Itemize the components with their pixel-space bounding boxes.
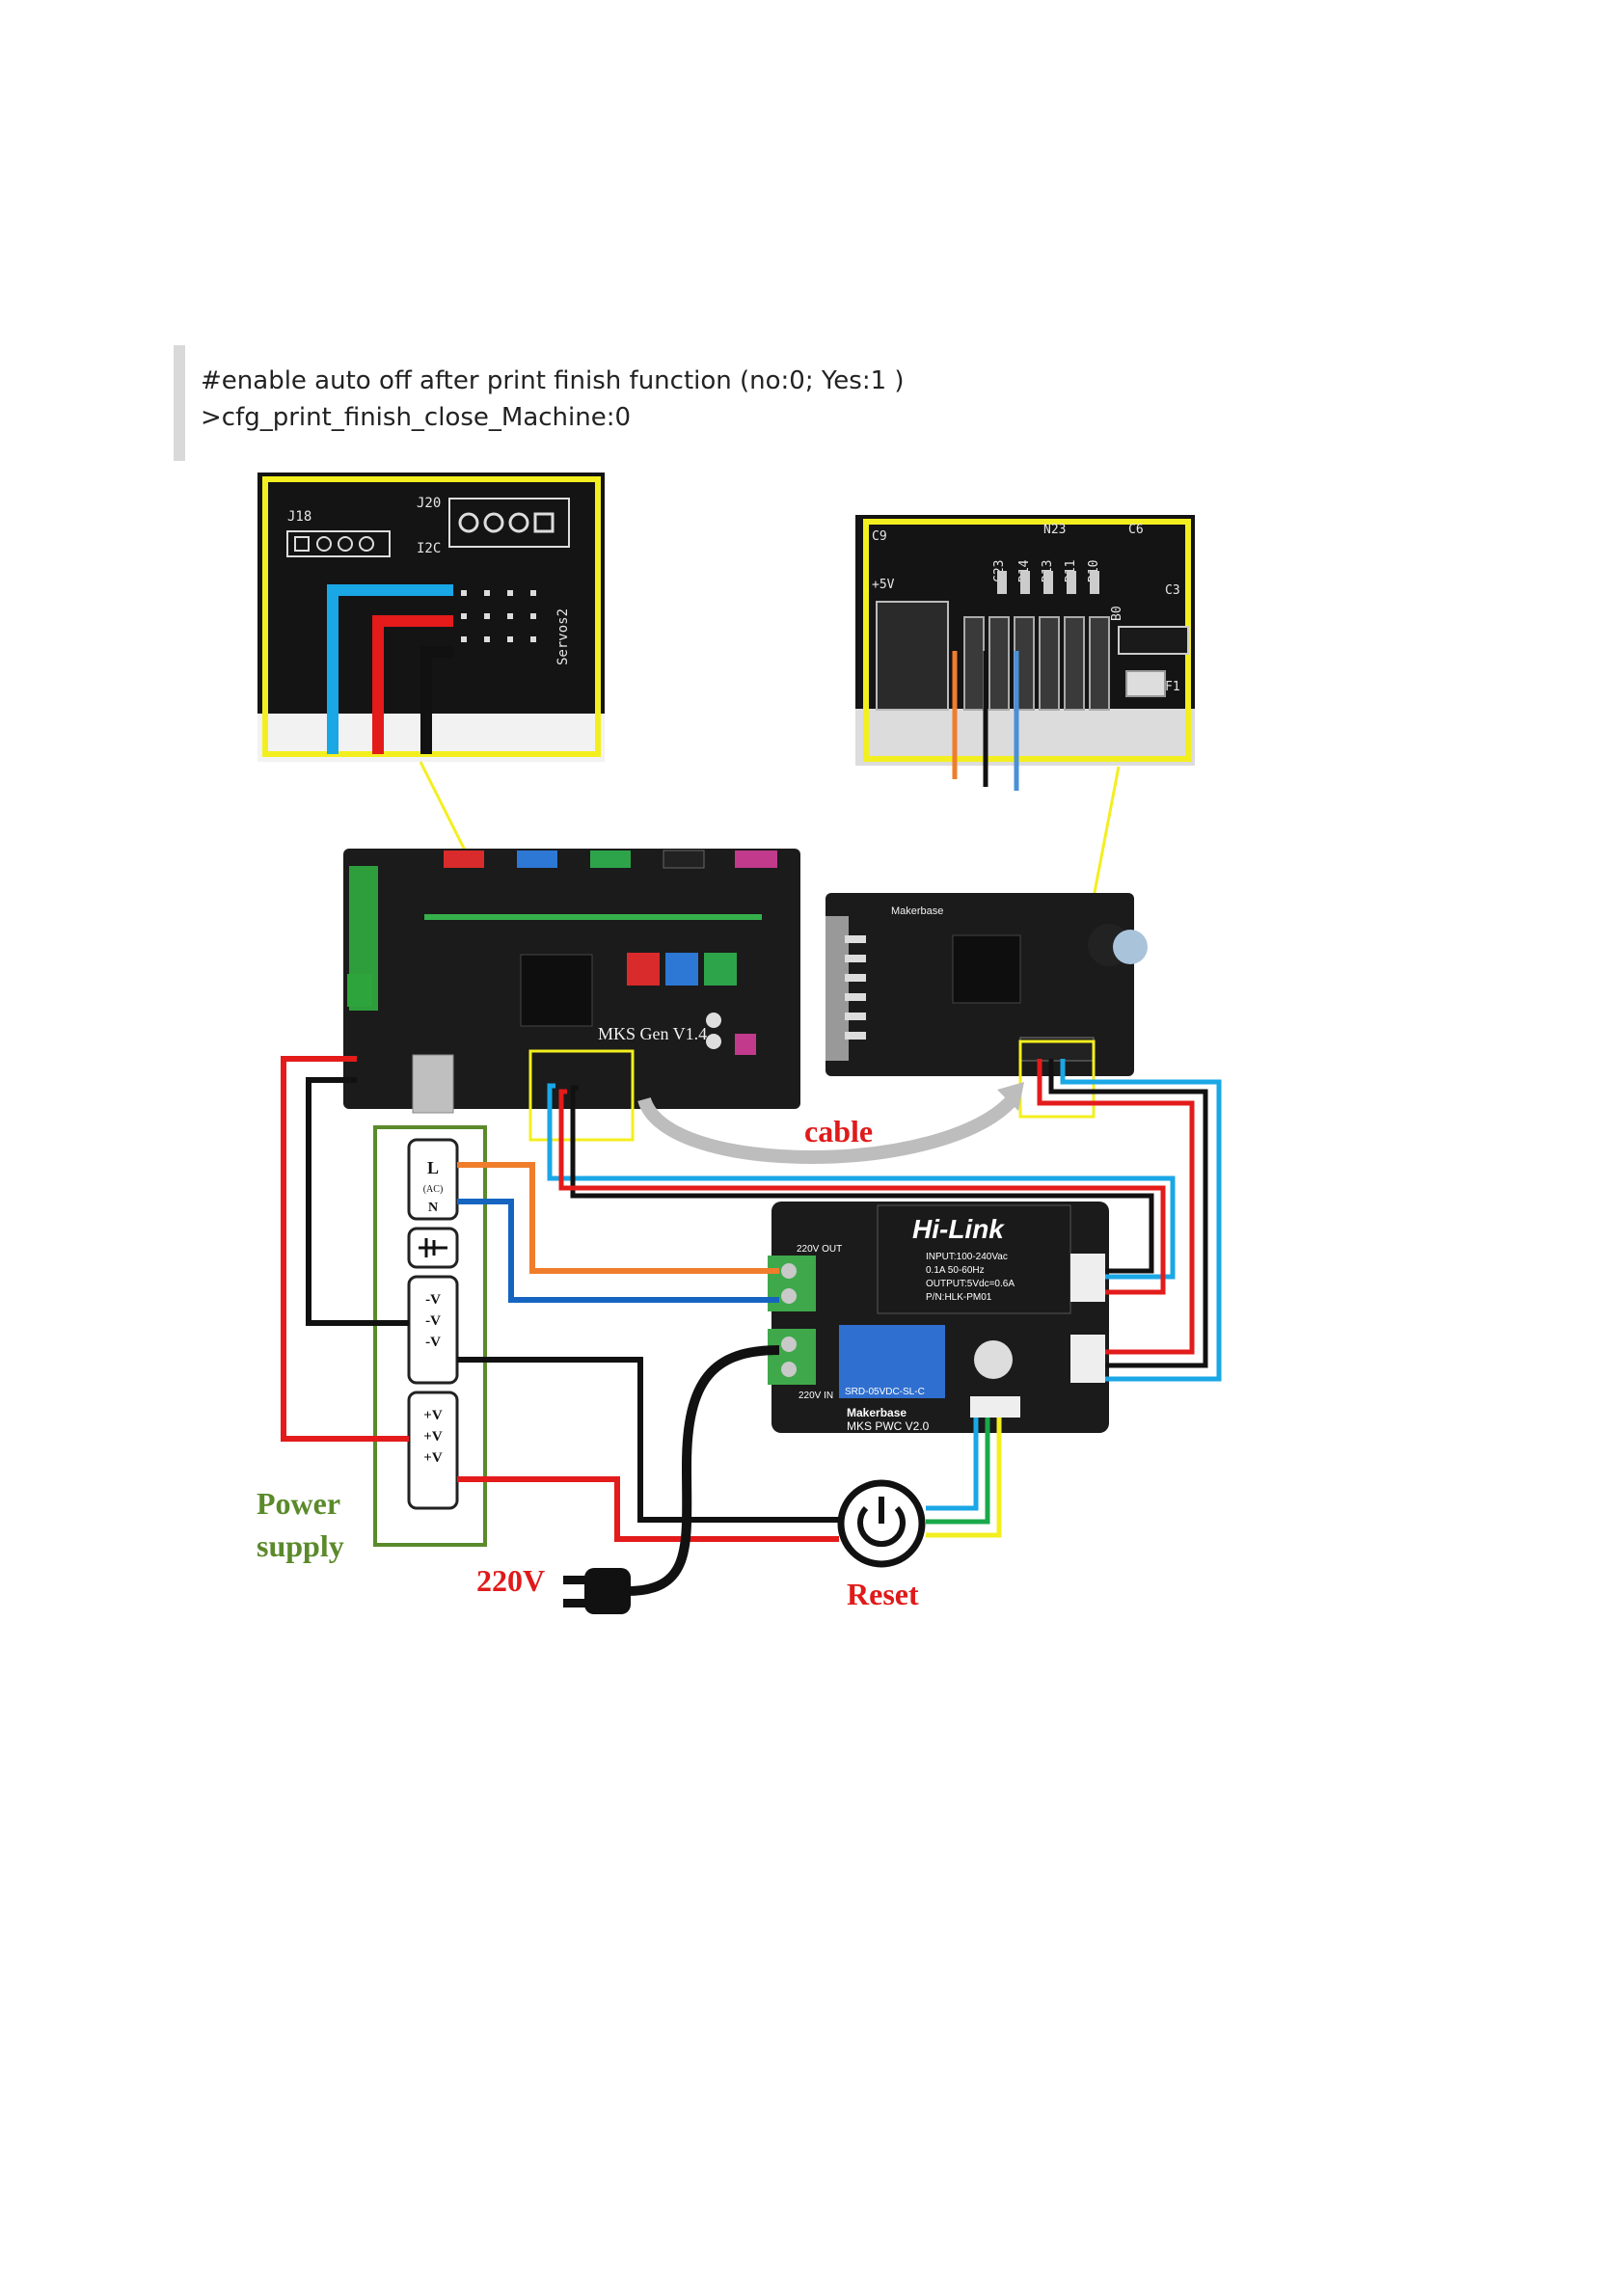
hilink-brand: Hi-Link [912, 1214, 1005, 1244]
cable-arrow [637, 1082, 1024, 1164]
wire-black-gen-to-psu [306, 1077, 409, 1326]
wire-black-tft-to-pwc [1048, 1059, 1208, 1368]
zoom-right-label-5v: +5V [872, 578, 895, 592]
power-supply-label-line2: supply [257, 1528, 344, 1563]
zoom-panel-right: C9 N23 C6 C23 R14 R13 R11 R10 B0 C3 D3 F… [855, 515, 1195, 791]
wire-black-psu-to-reset [457, 1357, 839, 1523]
mks-tft-board: Makerbase [826, 893, 1148, 1119]
pwc-relay-label: SRD-05VDC-SL-C [845, 1387, 925, 1397]
pwc-brand-line1: Makerbase [847, 1406, 907, 1419]
pwc-module: Hi-Link INPUT:100-240Vac 0.1A 50-60Hz OU… [768, 1202, 1109, 1433]
ps-terminal-plus-v-3: +V [423, 1450, 443, 1466]
reset-label: Reset [847, 1577, 919, 1611]
wire-green-reset [926, 1418, 990, 1525]
plug-icon [563, 1568, 631, 1614]
ground-icon [419, 1238, 447, 1257]
hilink-spec-input: INPUT:100-240Vac [926, 1252, 1008, 1262]
wires [281, 1056, 1222, 1596]
zoom-left-label-j18: J18 [287, 509, 311, 525]
ps-terminal-plus-v-1: +V [423, 1408, 443, 1423]
power-supply: L (AC) N -V -V -V +V +V +V [373, 1125, 487, 1547]
pwc-output-label: 220V OUT [797, 1244, 842, 1255]
zoom-right-label-f1: F1 [1165, 680, 1180, 694]
zoom-left-label-j20: J20 [417, 496, 441, 511]
ps-terminal-minus-v-3: -V [425, 1335, 441, 1350]
wire-black-plug-to-pwc [626, 1345, 780, 1596]
power-supply-label-line1: Power [257, 1486, 340, 1521]
zoom-left-label-i2c: I2C [417, 541, 441, 556]
config-setting-line: >cfg_print_finish_close_Machine:0 [201, 403, 632, 432]
pwc-input-label: 220V IN [798, 1391, 833, 1401]
wire-red-psu-to-reset [457, 1476, 839, 1542]
hilink-spec-pn: P/N:HLK-PM01 [926, 1292, 992, 1303]
mks-tft-brand: Makerbase [891, 905, 943, 917]
wire-yellow-reset [926, 1418, 1002, 1538]
ps-terminal-minus-v-1: -V [425, 1292, 441, 1308]
zoom-right-label-c6: C6 [1128, 523, 1144, 537]
pwc-brand-line2: MKS PWC V2.0 [847, 1419, 930, 1433]
wire-red-gen-to-psu [281, 1056, 409, 1442]
wire-orange-l [457, 1162, 779, 1274]
ps-terminal-n: N [428, 1201, 438, 1215]
cable-label: cable [804, 1114, 873, 1148]
mks-gen-board: MKS Gen V1.4 [343, 849, 800, 1142]
zoom-panel-left: J18 J20 I2C Servos2 [257, 473, 605, 762]
wire-blue-tft-to-pwc [1060, 1059, 1222, 1382]
mks-gen-board-name: MKS Gen V1.4 [598, 1024, 707, 1043]
wire-red-tft-to-pwc [1037, 1059, 1195, 1355]
hilink-spec-current: 0.1A 50-60Hz [926, 1265, 985, 1276]
power-button-icon[interactable] [837, 1479, 926, 1568]
wire-blue-reset [926, 1418, 979, 1511]
ps-terminal-l: L [427, 1158, 439, 1177]
zoom-right-label-c3: C3 [1165, 583, 1180, 598]
wire-dark-blue-n [457, 1199, 779, 1303]
config-snippet: #enable auto off after print finish func… [174, 345, 905, 461]
config-comment-line: #enable auto off after print finish func… [201, 366, 905, 395]
ps-terminal-plus-v-2: +V [423, 1429, 443, 1445]
hilink-spec-output: OUTPUT:5Vdc=0.6A [926, 1279, 1015, 1289]
zoom-right-label-c9: C9 [872, 529, 887, 544]
zoom-right-label-b0: B0 [1110, 606, 1124, 621]
zoom-left-label-servos2: Servos2 [555, 608, 571, 665]
mains-label: 220V [476, 1563, 545, 1598]
wire-black-aux-to-pwc [570, 1085, 1154, 1274]
ps-terminal-ac: (AC) [423, 1184, 444, 1195]
zoom-right-label-n23: N23 [1043, 523, 1066, 537]
ps-terminal-minus-v-2: -V [425, 1313, 441, 1329]
wire-red-aux-to-pwc [558, 1089, 1166, 1295]
